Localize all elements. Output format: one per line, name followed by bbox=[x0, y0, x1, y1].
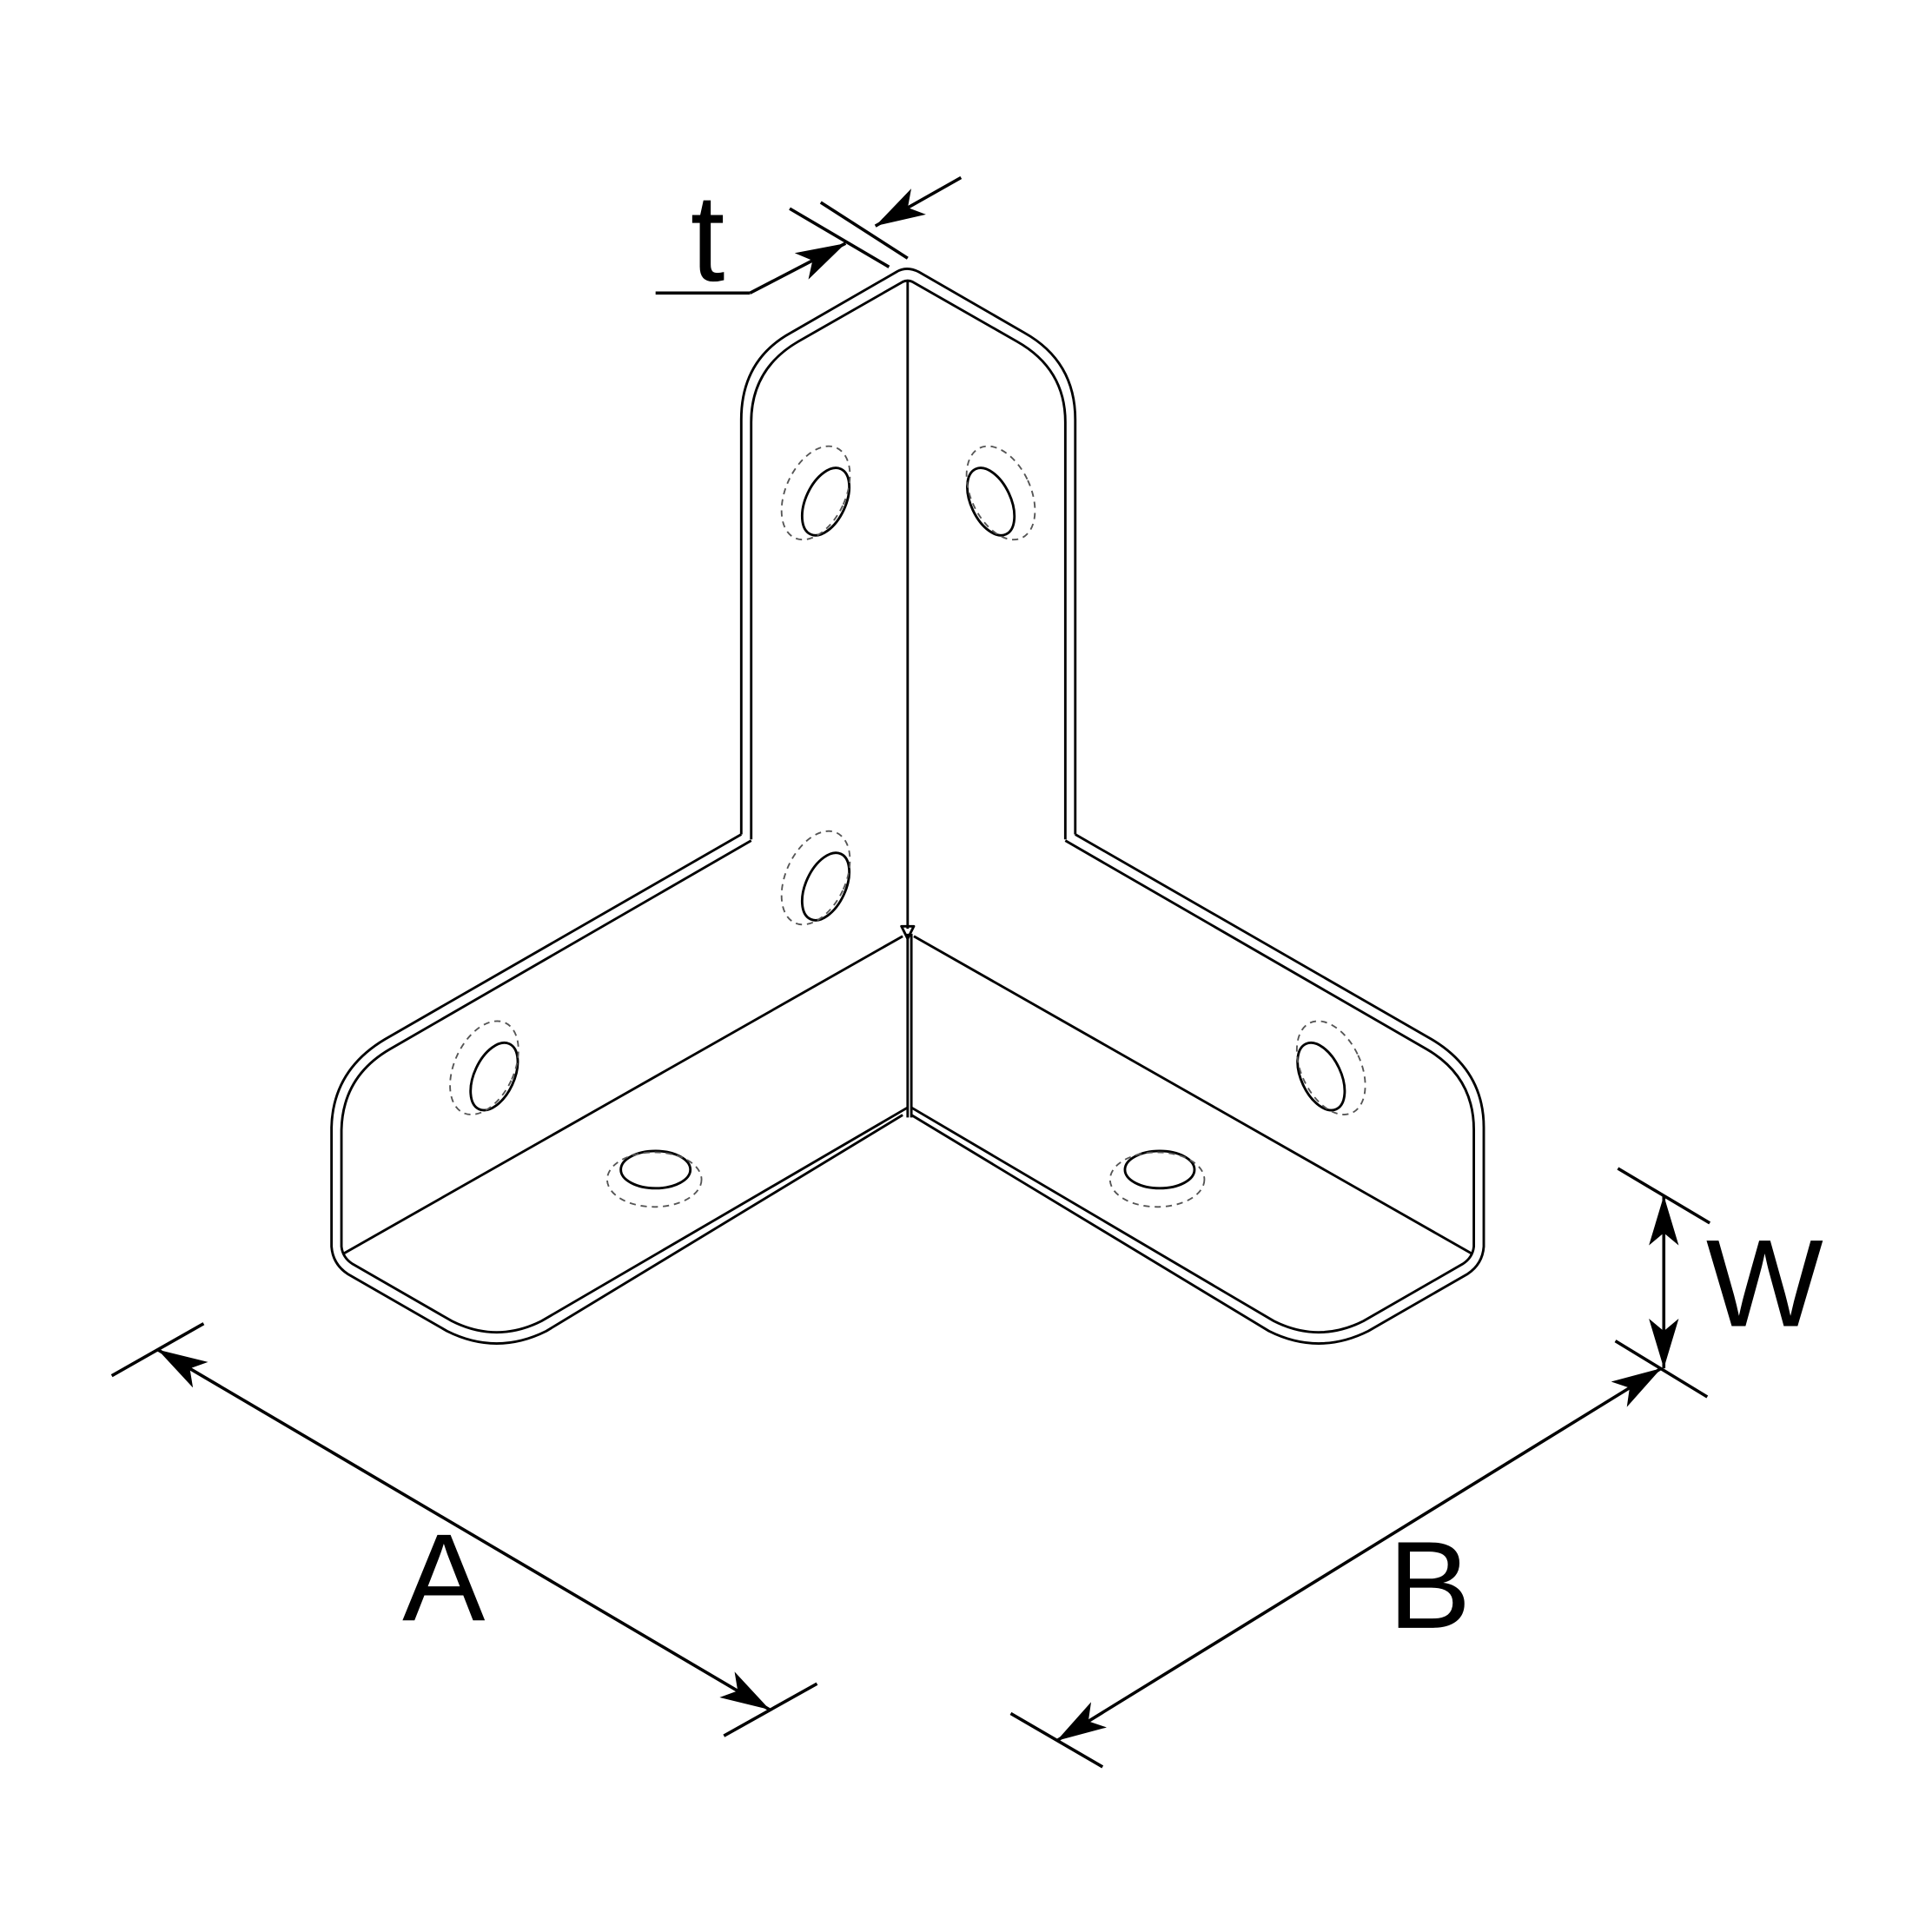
t-arrow-in bbox=[749, 242, 847, 294]
right-flange-inner bbox=[910, 839, 1476, 1333]
hidden-hole-vertical-left-lower bbox=[780, 830, 851, 926]
vertical-flange-outline bbox=[739, 268, 1077, 835]
holes bbox=[469, 466, 1346, 1190]
a-extension-line-2 bbox=[723, 1682, 818, 1737]
label-thickness: t bbox=[691, 169, 725, 308]
hidden-hole-vertical-right-upper bbox=[965, 445, 1036, 541]
label-b: B bbox=[1388, 1517, 1471, 1655]
dimension-b bbox=[1009, 1340, 1709, 1769]
right-flange-base-edge bbox=[913, 935, 1473, 1255]
label-width: W bbox=[1706, 1214, 1823, 1353]
t-extension-line-1 bbox=[789, 207, 890, 268]
right-flange-outline bbox=[910, 833, 1485, 1345]
a-dimension-line bbox=[156, 1348, 771, 1711]
hidden-hole-left-flange-side bbox=[449, 1020, 519, 1115]
corner-vertex-mark bbox=[900, 924, 916, 940]
left-flange-outline bbox=[330, 833, 903, 1345]
dimension-a bbox=[110, 1322, 818, 1737]
left-flange-base-edge bbox=[341, 935, 903, 1255]
hole-left-flange-side bbox=[469, 1041, 519, 1112]
t-arrow-out bbox=[874, 175, 963, 228]
bracket-body bbox=[330, 268, 1485, 1345]
hole-vertical-left-upper bbox=[800, 466, 851, 537]
hidden-hole-left-flange-bottom bbox=[606, 1151, 703, 1208]
t-extension-line-2 bbox=[819, 201, 909, 260]
hidden-hole-right-flange-bottom bbox=[1108, 1151, 1206, 1208]
label-a: A bbox=[402, 1509, 486, 1647]
dimension-thickness bbox=[655, 175, 963, 295]
dimension-width bbox=[1617, 1167, 1711, 1369]
hidden-hole-edges bbox=[449, 445, 1366, 1208]
hole-vertical-right-upper bbox=[966, 466, 1016, 537]
left-flange-inner bbox=[340, 839, 909, 1333]
hole-vertical-left-lower bbox=[800, 851, 851, 922]
hole-right-flange-bottom bbox=[1123, 1149, 1196, 1190]
b-dimension-line bbox=[1055, 1366, 1663, 1743]
hole-right-flange-side bbox=[1296, 1041, 1346, 1112]
hole-left-flange-bottom bbox=[619, 1149, 692, 1190]
